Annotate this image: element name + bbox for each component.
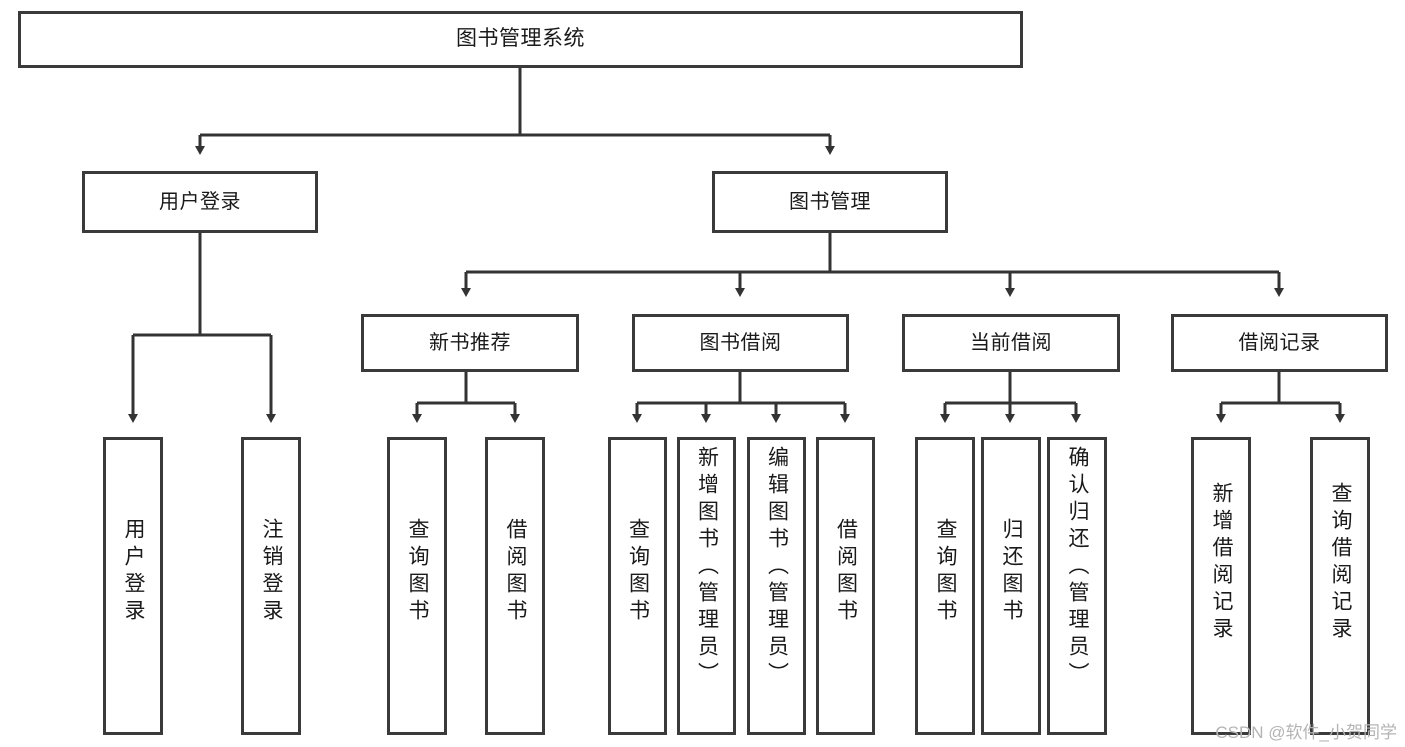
node-book-manage-label: 图书管理 — [789, 190, 871, 213]
node-leaf-query-book-2[interactable]: 查询图书 — [608, 437, 667, 735]
node-user-login-label: 用户登录 — [159, 190, 241, 213]
watermark-text: CSDN @软件_小贺同学 — [1215, 723, 1397, 742]
node-leaf-return-book[interactable]: 归还图书 — [981, 437, 1041, 735]
node-leaf-user-login-label: 用户登录 — [122, 518, 146, 626]
node-leaf-query-record-label: 查询借阅记录 — [1329, 482, 1353, 644]
node-leaf-return-book-label: 归还图书 — [1000, 518, 1024, 626]
node-root[interactable]: 图书管理系统 — [18, 11, 1023, 68]
node-leaf-query-book-3[interactable]: 查询图书 — [915, 437, 975, 735]
node-leaf-add-record[interactable]: 新增借阅记录 — [1191, 437, 1251, 735]
node-leaf-logout-login-label: 注销登录 — [260, 518, 284, 626]
node-leaf-confirm-return-label: 确认归还（管理员） — [1066, 446, 1090, 689]
node-book-manage[interactable]: 图书管理 — [712, 171, 948, 233]
node-leaf-add-record-label: 新增借阅记录 — [1210, 482, 1234, 644]
node-leaf-borrow-book-2[interactable]: 借阅图书 — [816, 437, 875, 735]
node-leaf-add-book[interactable]: 新增图书（管理员） — [677, 437, 736, 735]
node-leaf-user-login[interactable]: 用户登录 — [103, 437, 163, 735]
node-borrow-record-label: 借阅记录 — [1238, 331, 1321, 354]
node-leaf-query-book-2-label: 查询图书 — [626, 518, 650, 626]
node-leaf-query-book-1[interactable]: 查询图书 — [387, 437, 447, 735]
node-book-borrow[interactable]: 图书借阅 — [632, 314, 849, 372]
node-current-borrow[interactable]: 当前借阅 — [902, 314, 1120, 372]
node-new-book-recommend-label: 新书推荐 — [429, 331, 511, 354]
node-leaf-query-book-1-label: 查询图书 — [406, 518, 430, 626]
node-leaf-query-book-3-label: 查询图书 — [934, 518, 958, 626]
node-current-borrow-label: 当前借阅 — [970, 331, 1052, 354]
node-leaf-query-record[interactable]: 查询借阅记录 — [1310, 437, 1370, 735]
node-root-label: 图书管理系统 — [456, 27, 585, 51]
node-new-book-recommend[interactable]: 新书推荐 — [361, 314, 579, 372]
node-book-borrow-label: 图书借阅 — [699, 331, 782, 354]
node-borrow-record[interactable]: 借阅记录 — [1171, 314, 1388, 372]
node-leaf-borrow-book-1[interactable]: 借阅图书 — [485, 437, 545, 735]
node-user-login[interactable]: 用户登录 — [82, 171, 318, 233]
node-leaf-edit-book-label: 编辑图书（管理员） — [765, 446, 789, 689]
node-leaf-edit-book[interactable]: 编辑图书（管理员） — [747, 437, 806, 735]
node-leaf-borrow-book-2-label: 借阅图书 — [834, 518, 858, 626]
node-leaf-logout-login[interactable]: 注销登录 — [241, 437, 301, 735]
node-leaf-confirm-return[interactable]: 确认归还（管理员） — [1047, 437, 1107, 735]
node-leaf-borrow-book-1-label: 借阅图书 — [504, 518, 528, 626]
node-leaf-add-book-label: 新增图书（管理员） — [695, 446, 719, 689]
